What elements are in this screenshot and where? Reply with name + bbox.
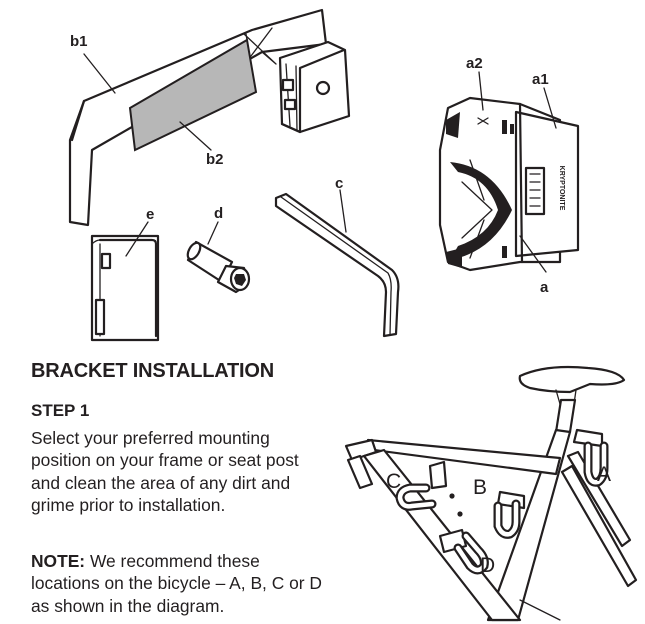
leader-b1 [83,53,116,94]
part-b1-clamp-block [278,40,351,134]
leader-a [519,235,547,273]
diagram-label-b: B [473,476,487,499]
lock-brand-text: KRYPTONITE [558,166,565,211]
section-heading: BRACKET INSTALLATION [31,360,275,382]
part-a-lock-carrier: KRYPTONITE [438,96,580,272]
note-label: NOTE: [31,551,86,571]
leader-d [207,221,219,245]
label-a1: a1 [532,71,549,88]
part-e-spacer [90,234,160,342]
diagram-label-d: D [480,554,495,577]
label-e: e [146,206,154,223]
step-body-text: Select your preferred mounting position … [31,428,299,515]
label-a: a [540,279,549,296]
note-paragraph: NOTE: We recommend these locations on th… [31,550,331,617]
leader-a1 [543,87,557,129]
leader-a2 [478,71,484,111]
leader-c [339,189,347,233]
part-d-bolt [186,240,251,294]
bicycle-frame-diagram [344,365,638,622]
part-b2-adhesive-pad [128,38,258,152]
leader-e [125,221,149,257]
note-text: We recommend these locations on the bicy… [31,551,322,616]
label-a2: a2 [466,55,483,72]
diagram-label-c: C [386,470,401,493]
label-b1: b1 [70,33,88,50]
diagram-label-a: A [597,463,611,486]
label-c: c [335,175,343,192]
part-c-hex-key [274,192,400,338]
leader-b2 [179,121,212,151]
label-b2: b2 [206,151,224,168]
step-title: STEP 1 [31,401,90,420]
label-d: d [214,205,223,222]
